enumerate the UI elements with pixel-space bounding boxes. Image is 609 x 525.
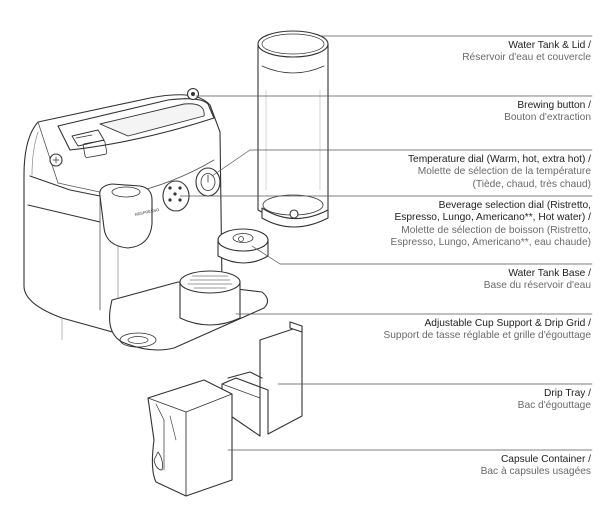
label-beverage-dial-en2: Espresso, Lungo, Americano**, Hot water)…	[394, 212, 592, 224]
label-cup-support: Adjustable Cup Support & Drip Grid / Sup…	[383, 318, 591, 343]
label-temperature-dial-fr2: (Tiède, chaud, très chaud)	[472, 178, 591, 190]
label-water-tank-base: Water Tank Base / Base du réservoir d'ea…	[484, 268, 591, 293]
label-water-tank-lid-fr: Réservoir d'eau et couvercle	[462, 52, 591, 64]
label-water-tank-lid: Water Tank & Lid / Réservoir d'eau et co…	[462, 40, 591, 65]
label-drip-tray-fr: Bac d'égouttage	[517, 400, 591, 412]
side-button-shape	[49, 153, 63, 167]
cup-support-shape	[179, 270, 241, 326]
drip-tray-shape	[221, 321, 303, 437]
leader-lines	[179, 35, 593, 451]
label-beverage-dial-fr: Molette de sélection de boisson (Ristret…	[401, 224, 591, 236]
temperature-dial-shape	[195, 167, 221, 197]
label-temperature-dial: Temperature dial (Warm, hot, extra hot) …	[408, 154, 591, 191]
label-cup-support-en: Adjustable Cup Support & Drip Grid /	[424, 318, 591, 329]
label-water-tank-lid-en: Water Tank & Lid /	[508, 40, 591, 51]
label-brewing-button: Brewing button / Bouton d'extraction	[504, 100, 591, 125]
top-panel	[57, 98, 215, 158]
label-brewing-button-en: Brewing button /	[517, 100, 591, 111]
label-beverage-dial-fr2: Espresso, Lungo, Americano**, eau chaude…	[390, 237, 591, 249]
label-cup-support-fr: Support de tasse réglable et grille d'ég…	[383, 330, 591, 342]
label-drip-tray-en: Drip Tray /	[544, 388, 591, 399]
label-temperature-dial-en: Temperature dial (Warm, hot, extra hot) …	[407, 154, 591, 165]
label-capsule-container-en: Capsule Container /	[500, 454, 591, 465]
brand-logo-text: NESPRESSO	[134, 207, 159, 217]
label-capsule-container-fr: Bac à capsules usagées	[480, 466, 591, 478]
water-tank-base-shape	[217, 228, 269, 264]
water-tank-shape	[257, 30, 329, 228]
label-beverage-dial-en: Beverage selection dial (Ristretto,	[438, 200, 591, 211]
label-capsule-container: Capsule Container / Bac à capsules usagé…	[481, 454, 591, 479]
label-water-tank-base-fr: Base du réservoir d'eau	[483, 280, 591, 292]
label-temperature-dial-fr: Molette de sélection de la température	[417, 166, 591, 178]
label-drip-tray: Drip Tray / Bac d'égouttage	[518, 388, 591, 413]
label-water-tank-base-en: Water Tank Base /	[508, 268, 591, 279]
label-brewing-button-fr: Bouton d'extraction	[504, 112, 591, 124]
brewing-button-shape	[186, 87, 200, 101]
label-beverage-dial: Beverage selection dial (Ristretto, Espr…	[391, 200, 591, 250]
capsule-container-shape	[147, 379, 233, 497]
brew-head-shape: NESPRESSO	[99, 183, 160, 249]
